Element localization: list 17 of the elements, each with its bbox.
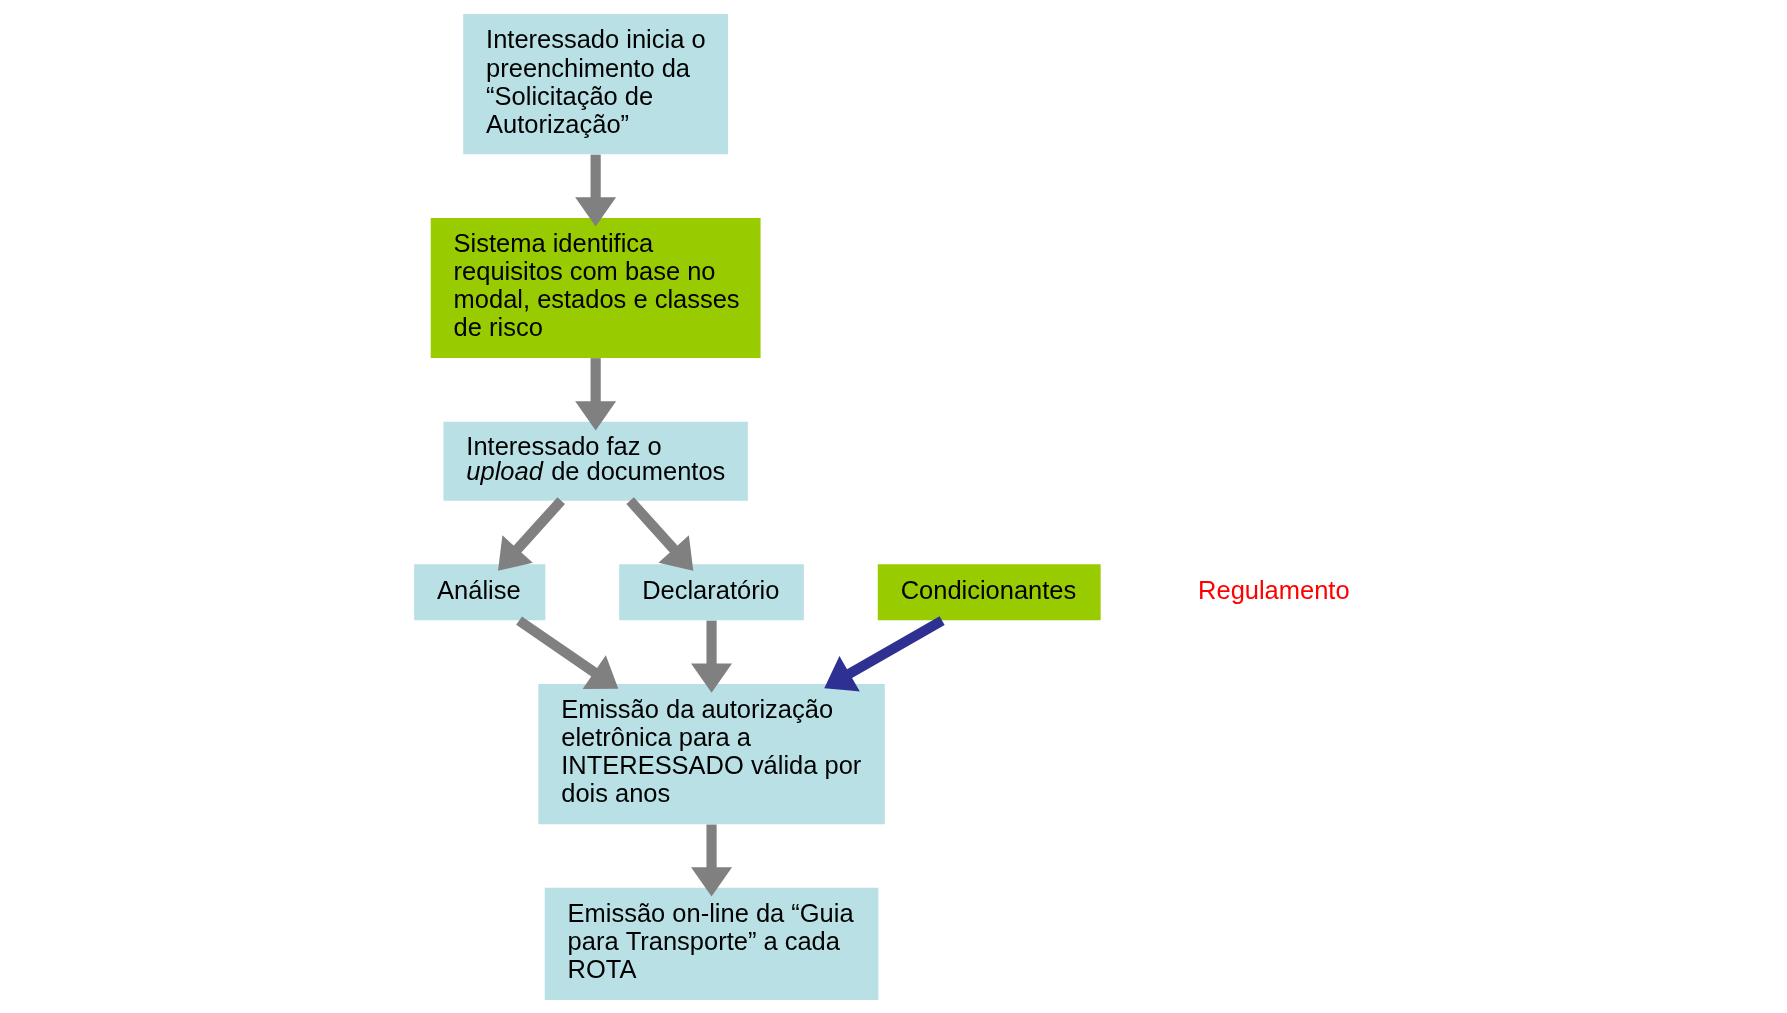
arrow [690, 620, 732, 693]
node-box: Interessado inicia o preenchimento da “Solicitação de Autorização” [462, 13, 728, 154]
label: Regulamento [1197, 575, 1350, 604]
node-box: Emissão da autorização eletrônica para a INTERESSADO válida por dois anos [537, 683, 885, 824]
node-box: Sistema identifica requisitos com base no modal, estados e classes de risco [430, 217, 761, 358]
arrow [574, 357, 616, 430]
arrow [574, 154, 616, 226]
node-box: Análise [413, 563, 545, 620]
node-box: Declaratório [618, 563, 804, 620]
node-box: Emissão on-line da “Guia para Transporte” a cada ROTA [544, 887, 878, 1000]
arrow [690, 824, 732, 897]
node-box: Interessado faz o upload de documentos [442, 421, 748, 501]
arrow [515, 615, 618, 689]
node-box: Condicionantes [877, 563, 1101, 620]
arrow [497, 496, 565, 571]
arrow [625, 496, 693, 571]
arrow [823, 615, 945, 691]
